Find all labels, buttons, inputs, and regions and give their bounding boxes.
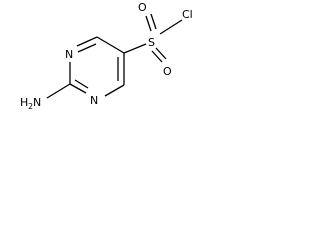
bond-s-cl — [159, 19, 183, 35]
bond-s-o-top-b — [150, 13, 157, 30]
chemical-structure-diagram: N N S O O Cl H 2 N — [20, 1, 193, 111]
atom-chlorine: Cl — [182, 8, 193, 21]
atom-oxygen-bottom: O — [163, 65, 172, 78]
bond-n1-c6 — [104, 84, 125, 97]
bond-c2-nh2 — [46, 83, 71, 99]
amine-h: H — [20, 96, 28, 109]
bond-s-o-bottom-a — [151, 50, 163, 63]
bond-c5-s — [123, 43, 147, 54]
amine-n: N — [33, 96, 41, 109]
bond-s-o-bottom-b — [155, 47, 167, 60]
atom-sulfur: S — [148, 36, 155, 49]
bond-c5-c4 — [96, 36, 125, 54]
bond-c4-n3 — [76, 36, 98, 47]
bond-c4-n3-inner — [77, 43, 97, 53]
amine-subscript: 2 — [28, 102, 33, 111]
bond-s-o-top-a — [145, 15, 152, 32]
atom-oxygen-top: O — [138, 1, 147, 14]
atom-n-top: N — [65, 48, 73, 61]
bond-c2-n1 — [69, 83, 87, 94]
bond-c2-n1-inner — [74, 79, 89, 89]
atom-n-bottom: N — [90, 94, 98, 107]
